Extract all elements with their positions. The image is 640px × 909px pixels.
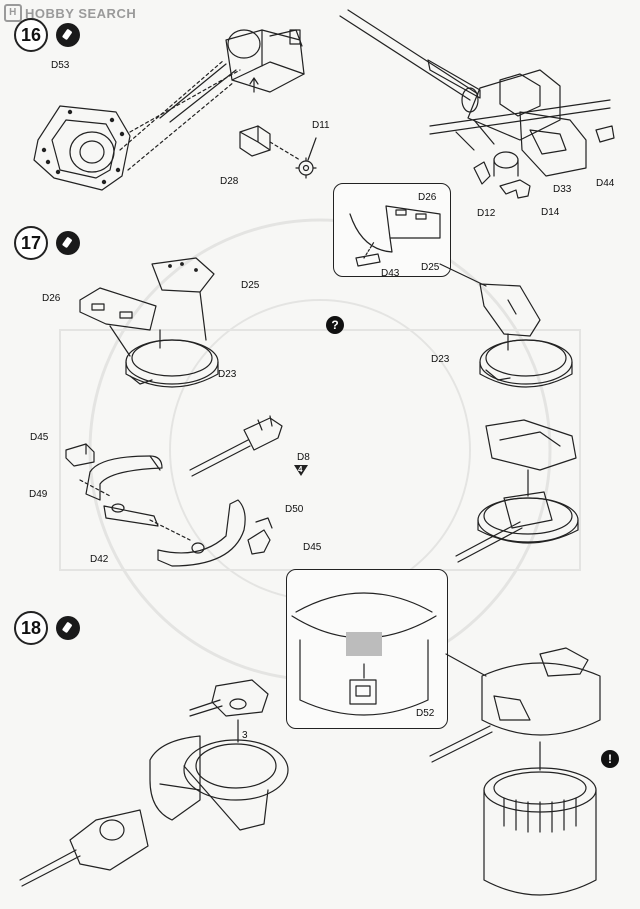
part-d8-machinegun: [189, 415, 283, 477]
glue-tube-icon: [56, 23, 80, 47]
label-d25-callout: D25: [421, 262, 440, 273]
step-17-header: 17: [14, 226, 80, 260]
label-d49: D49: [29, 489, 48, 500]
label-d43: D43: [381, 268, 400, 279]
part-d49-ring-half: [85, 455, 163, 501]
part-d26-plate: [79, 287, 157, 331]
exclamation-mark-icon: !: [601, 750, 619, 768]
quantity-marker: 4: [294, 465, 308, 476]
watermark: H HOBBY SEARCH: [4, 4, 136, 22]
gun-breech-assembly: [225, 29, 305, 93]
turret-basket-left: [149, 735, 289, 831]
glue-tube-icon: [56, 231, 80, 255]
label-d45-top: D45: [30, 432, 49, 443]
label-d50: D50: [285, 504, 304, 515]
part-d25-plate: [151, 257, 215, 293]
part-d42-shaft: [103, 503, 159, 527]
step-number-16: 16: [14, 18, 48, 52]
detail-callout-shield: [333, 183, 451, 277]
main-gun-assembly: [339, 9, 611, 177]
guide-line: [129, 69, 241, 133]
callout-pointer: [445, 653, 487, 677]
shield-curved-plate: [479, 283, 541, 337]
label-d26-callout: D26: [418, 192, 437, 203]
label-d25: D25: [241, 280, 260, 291]
watermark-text: HOBBY SEARCH: [25, 5, 137, 21]
hobby-search-logo: H: [4, 4, 22, 22]
guide-lines: [79, 479, 191, 541]
label-d42: D42: [90, 554, 109, 565]
part-d45-top: [65, 443, 95, 467]
small-turret-top: [189, 679, 269, 717]
label-d28: D28: [220, 176, 239, 187]
part-d14-clip: [499, 179, 531, 199]
turret-ring-d23-right: [479, 339, 573, 388]
step-number-17: 17: [14, 226, 48, 260]
step-18-header: 18: [14, 611, 80, 645]
step-number-18: 18: [14, 611, 48, 645]
part-d12-bracket: [473, 161, 491, 185]
label-d44: D44: [596, 178, 615, 189]
glue-tube-icon: [56, 616, 80, 640]
turret-assembled-right: [455, 419, 579, 563]
turret-base-detail: [291, 592, 437, 716]
label-d33: D33: [553, 184, 572, 195]
label-d26: D26: [42, 293, 61, 304]
label-d23: D23: [218, 369, 237, 380]
turret-top-right: [429, 647, 601, 763]
step-16-header: 16: [14, 18, 80, 52]
gun-and-mantlet-left: [19, 809, 149, 887]
guide-line: [119, 59, 225, 151]
part-d28-block: [239, 125, 301, 161]
question-mark-icon: ?: [326, 316, 344, 334]
part-d45-bottom: [247, 517, 273, 555]
guide-lines: [109, 291, 207, 357]
annotation-3: 3: [242, 730, 248, 741]
label-d11: D11: [312, 120, 330, 131]
label-d53: D53: [51, 60, 70, 71]
guide-line: [127, 81, 235, 171]
part-d11-sprocket: [295, 137, 317, 179]
mantlet-plate-d53: [33, 105, 131, 191]
label-d23-right: D23: [431, 354, 450, 365]
turret-basket-right: [483, 767, 597, 896]
shield-detail-d26: [349, 205, 441, 267]
part-d23-ring: [125, 339, 219, 388]
label-d52: D52: [416, 708, 435, 719]
part-d50-ring-half: [157, 499, 246, 567]
gun-barrel: [159, 63, 237, 123]
label-d45-bottom: D45: [303, 542, 322, 553]
label-d12: D12: [477, 208, 496, 219]
arrow: [249, 77, 259, 93]
callout-pointer: [439, 263, 487, 287]
label-d8: D8: [297, 452, 310, 463]
label-d14: D14: [541, 207, 560, 218]
part-d44-block: [595, 125, 615, 143]
